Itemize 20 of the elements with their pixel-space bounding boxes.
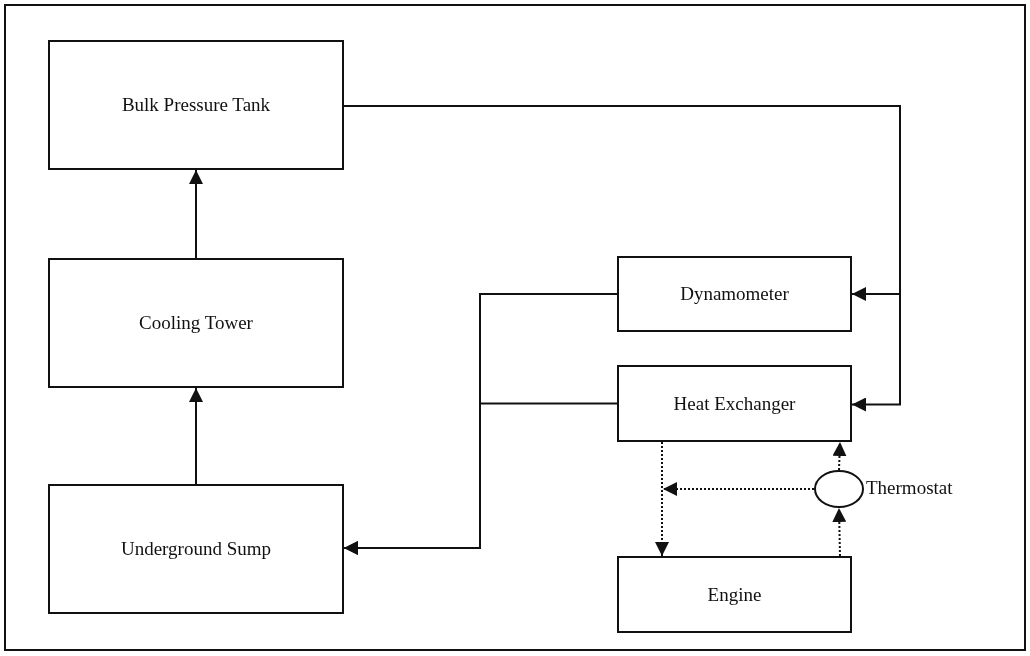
box-label: Heat Exchanger [673, 392, 796, 415]
process-box [617, 256, 852, 332]
box-label: Bulk Pressure Tank [121, 94, 271, 116]
box-label: Engine [707, 583, 762, 606]
arrow [832, 441, 847, 471]
box-label: Underground Sump [120, 538, 272, 560]
arrow [832, 507, 847, 557]
arrow [655, 441, 669, 557]
box-label: Cooling Tower [139, 312, 253, 334]
arrow [189, 169, 203, 259]
node-caption: Thermostat [866, 477, 953, 499]
process-box [48, 484, 344, 614]
process-box [48, 40, 344, 170]
process-box [48, 258, 344, 388]
process-box [617, 556, 852, 633]
box-label: Dynamometer [680, 283, 789, 305]
arrow [662, 482, 815, 496]
arrow [189, 387, 203, 485]
process-box [617, 365, 852, 442]
arrow [343, 402, 618, 555]
